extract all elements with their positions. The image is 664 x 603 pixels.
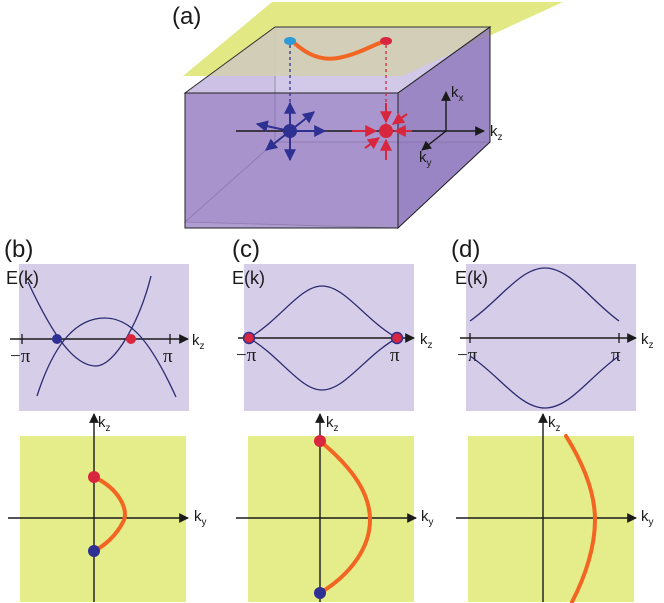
band-plot-b	[19, 264, 189, 411]
panel-c: (c) E(k) −π π kz kz ky	[232, 236, 434, 602]
ky-axis-3d	[421, 130, 447, 151]
energy-label-d: E(k)	[455, 268, 488, 288]
fermi-arc	[290, 39, 388, 61]
ky-label-d: ky	[641, 508, 654, 528]
box-right-face	[397, 26, 491, 230]
fermi-arc-b	[92, 475, 127, 553]
panel-a: (a)	[172, 2, 563, 230]
node-red-b	[126, 334, 136, 344]
panel-c-label: (c)	[232, 236, 260, 263]
box-front-face	[184, 92, 399, 229]
kz-label-b: kz	[192, 332, 205, 352]
tick-minus-pi-c: −π	[236, 345, 257, 366]
node-merged-right-c	[390, 331, 404, 345]
ky-label-3d: ky	[419, 149, 432, 169]
panel-d: (d) E(k) −π π kz kz ky	[451, 236, 654, 603]
band-upper-b	[27, 275, 152, 367]
arc-end-blue	[284, 37, 296, 45]
band-upper-d	[469, 267, 620, 322]
panel-a-label: (a)	[172, 3, 201, 30]
fermi-arc-c	[318, 439, 373, 595]
kz-label-surface-b: kz	[98, 414, 111, 434]
kx-label: kx	[451, 84, 464, 104]
tick-minus-pi-b: −π	[10, 346, 31, 367]
weyl-node-sink	[352, 103, 412, 160]
weyl-node-source	[255, 101, 327, 162]
ky-label-b: ky	[194, 508, 207, 528]
arc-end-blue-b	[88, 545, 100, 557]
band-lower-c	[248, 337, 398, 391]
kz-label-c: kz	[420, 331, 433, 351]
kz-label-3d: kz	[490, 123, 503, 143]
surface-plot-b	[20, 436, 186, 602]
energy-label-c: E(k)	[232, 268, 265, 288]
band-lower-b	[36, 317, 177, 398]
tick-minus-pi-d: −π	[457, 345, 478, 366]
node-merged-left-c	[242, 331, 256, 345]
tick-pi-b: π	[163, 346, 173, 367]
tick-pi-c: π	[390, 345, 400, 366]
kz-label-surface-d: kz	[548, 414, 561, 434]
energy-label-b: E(k)	[6, 268, 39, 288]
arc-end-blue-c	[314, 587, 326, 599]
panel-b-label: (b)	[4, 236, 33, 263]
band-upper-c	[248, 285, 398, 339]
panel-d-label: (d)	[451, 236, 480, 263]
surface-plot-c	[248, 436, 414, 602]
node-blue-b	[52, 334, 62, 344]
tick-pi-d: π	[611, 345, 621, 366]
kz-label-surface-c: kz	[326, 414, 339, 434]
band-lower-d	[469, 355, 620, 409]
ky-label-c: ky	[421, 508, 434, 528]
panel-b: (b) E(k) −π π kz kz ky	[4, 236, 207, 602]
kz-label-d: kz	[641, 331, 654, 351]
arc-end-red-c	[314, 435, 326, 447]
arc-end-red-b	[88, 471, 100, 483]
fermi-arc-d	[564, 434, 598, 603]
surface-plot-d	[468, 436, 634, 602]
arc-end-red	[380, 37, 392, 45]
